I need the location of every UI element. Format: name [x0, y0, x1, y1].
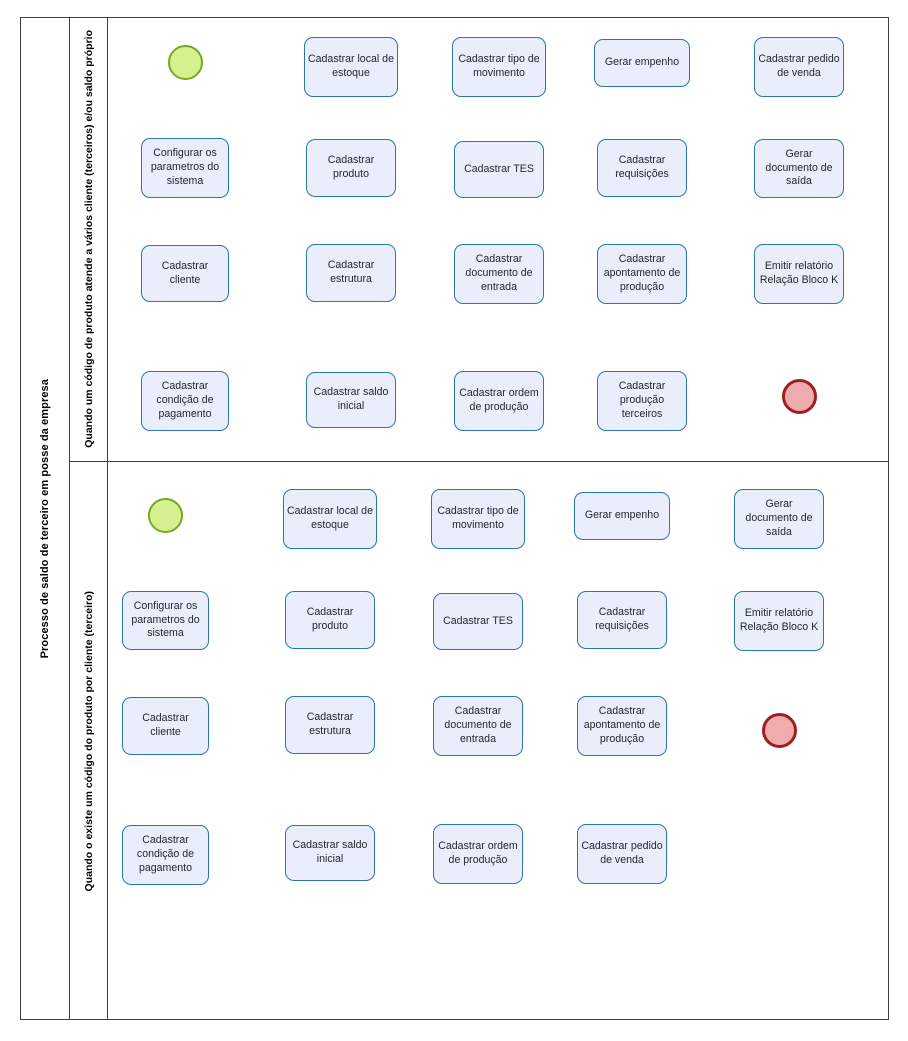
task-label: Cadastrar requisições: [615, 154, 669, 180]
task-cadastrar-cliente[interactable]: Cadastrar cliente: [141, 245, 229, 302]
task-cadastrar-pedido-venda[interactable]: Cadastrar pedido de venda: [754, 37, 844, 97]
task-cadastrar-requisicoes-2[interactable]: Cadastrar requisições: [577, 591, 667, 649]
task-label: Cadastrar apontamento de produção: [583, 705, 661, 745]
pool-title: Processo de saldo de terceiro em posse d…: [20, 17, 70, 1020]
lane-2-header: Quando o existe um código do produto por…: [70, 462, 108, 1020]
task-label: Cadastrar tipo de movimento: [458, 53, 540, 79]
lane-1: Quando um código de produto atende a vár…: [70, 17, 889, 462]
task-cadastrar-tipo-movimento[interactable]: Cadastrar tipo de movimento: [452, 37, 546, 97]
task-label: Cadastrar pedido de venda: [581, 840, 663, 866]
task-label: Cadastrar estrutura: [327, 259, 375, 285]
task-label: Cadastrar documento de entrada: [444, 705, 512, 745]
task-gerar-documento-saida-2[interactable]: Gerar documento de saída: [734, 489, 824, 549]
lane-2-start-event[interactable]: [148, 498, 183, 533]
task-label: Cadastrar ordem de produção: [438, 840, 518, 866]
lane-2: Quando o existe um código do produto por…: [70, 462, 889, 1020]
task-cadastrar-documento-entrada-2[interactable]: Cadastrar documento de entrada: [433, 696, 523, 756]
pool-title-label: Processo de saldo de terceiro em posse d…: [38, 378, 51, 659]
task-cadastrar-apontamento-producao-2[interactable]: Cadastrar apontamento de produção: [577, 696, 667, 756]
task-cadastrar-ordem-producao[interactable]: Cadastrar ordem de produção: [454, 371, 544, 431]
task-gerar-documento-saida[interactable]: Gerar documento de saída: [754, 139, 844, 198]
task-cadastrar-tipo-movimento-2[interactable]: Cadastrar tipo de movimento: [431, 489, 525, 549]
task-label: Cadastrar condição de pagamento: [136, 834, 195, 874]
task-cadastrar-estrutura[interactable]: Cadastrar estrutura: [306, 244, 396, 302]
task-cadastrar-produto-2[interactable]: Cadastrar produto: [285, 591, 375, 649]
task-cadastrar-pedido-venda-2[interactable]: Cadastrar pedido de venda: [577, 824, 667, 884]
task-label: Cadastrar tipo de movimento: [437, 505, 519, 531]
task-cadastrar-apontamento-producao[interactable]: Cadastrar apontamento de produção: [597, 244, 687, 304]
task-label: Cadastrar saldo inicial: [313, 386, 389, 412]
task-label: Cadastrar TES: [464, 162, 534, 175]
task-label: Cadastrar cliente: [142, 712, 189, 738]
task-label: Cadastrar ordem de produção: [459, 387, 539, 413]
lane-2-label: Quando o existe um código do produto por…: [82, 590, 95, 892]
task-configurar-parametros-sistema[interactable]: Configurar os parametros do sistema: [141, 138, 229, 198]
task-label: Cadastrar pedido de venda: [758, 53, 840, 79]
task-label: Cadastrar saldo inicial: [292, 839, 368, 865]
task-cadastrar-producao-terceiros[interactable]: Cadastrar produção terceiros: [597, 371, 687, 431]
task-cadastrar-condicao-pagamento[interactable]: Cadastrar condição de pagamento: [141, 371, 229, 431]
task-cadastrar-saldo-inicial[interactable]: Cadastrar saldo inicial: [306, 372, 396, 428]
task-label: Gerar documento de saída: [745, 498, 813, 538]
task-label: Emitir relatório Relação Bloco K: [759, 260, 839, 286]
task-label: Gerar empenho: [584, 509, 660, 522]
task-emitir-relatorio-bloco-k-2[interactable]: Emitir relatório Relação Bloco K: [734, 591, 824, 651]
task-label: Cadastrar condição de pagamento: [156, 380, 214, 420]
task-label: Gerar documento de saída: [765, 147, 833, 188]
task-cadastrar-tes-2[interactable]: Cadastrar TES: [433, 593, 523, 650]
task-cadastrar-saldo-inicial-2[interactable]: Cadastrar saldo inicial: [285, 825, 375, 881]
task-label: Cadastrar produção terceiros: [618, 380, 666, 420]
task-label: Cadastrar requisições: [595, 606, 649, 632]
task-cadastrar-cliente-2[interactable]: Cadastrar cliente: [122, 697, 209, 755]
lane-1-label: Quando um código de produto atende a vár…: [82, 30, 95, 448]
task-configurar-parametros-sistema-2[interactable]: Configurar os parametros do sistema: [122, 591, 209, 650]
task-label: Cadastrar produto: [306, 606, 354, 632]
task-label: Cadastrar documento de entrada: [465, 253, 533, 293]
task-cadastrar-condicao-pagamento-2[interactable]: Cadastrar condição de pagamento: [122, 825, 209, 885]
lane-2-end-event[interactable]: [762, 713, 797, 748]
task-gerar-empenho[interactable]: Gerar empenho: [594, 39, 690, 87]
task-cadastrar-requisicoes[interactable]: Cadastrar requisições: [597, 139, 687, 197]
task-cadastrar-ordem-producao-2[interactable]: Cadastrar ordem de produção: [433, 824, 523, 884]
task-cadastrar-documento-entrada[interactable]: Cadastrar documento de entrada: [454, 244, 544, 304]
lane-1-start-event[interactable]: [168, 45, 203, 80]
task-cadastrar-produto[interactable]: Cadastrar produto: [306, 139, 396, 197]
task-label: Cadastrar TES: [443, 614, 513, 627]
task-label: Cadastrar estrutura: [306, 711, 354, 737]
task-label: Cadastrar produto: [327, 154, 375, 180]
task-cadastrar-estrutura-2[interactable]: Cadastrar estrutura: [285, 696, 375, 754]
task-label: Configurar os parametros do sistema: [150, 147, 220, 187]
lane-1-end-event[interactable]: [782, 379, 817, 414]
task-label: Gerar empenho: [604, 56, 680, 69]
task-label: Emitir relatório Relação Bloco K: [739, 607, 819, 633]
task-label: Cadastrar cliente: [161, 259, 209, 286]
task-label: Cadastrar local de estoque: [308, 53, 394, 79]
task-cadastrar-tes[interactable]: Cadastrar TES: [454, 141, 544, 198]
lane-1-header: Quando um código de produto atende a vár…: [70, 17, 108, 461]
task-label: Cadastrar local de estoque: [287, 505, 373, 531]
task-gerar-empenho-2[interactable]: Gerar empenho: [574, 492, 670, 540]
task-label: Cadastrar apontamento de produção: [603, 253, 681, 293]
task-cadastrar-local-estoque[interactable]: Cadastrar local de estoque: [304, 37, 398, 97]
task-label: Configurar os parametros do sistema: [131, 599, 200, 640]
task-cadastrar-local-estoque-2[interactable]: Cadastrar local de estoque: [283, 489, 377, 549]
task-emitir-relatorio-bloco-k[interactable]: Emitir relatório Relação Bloco K: [754, 244, 844, 304]
